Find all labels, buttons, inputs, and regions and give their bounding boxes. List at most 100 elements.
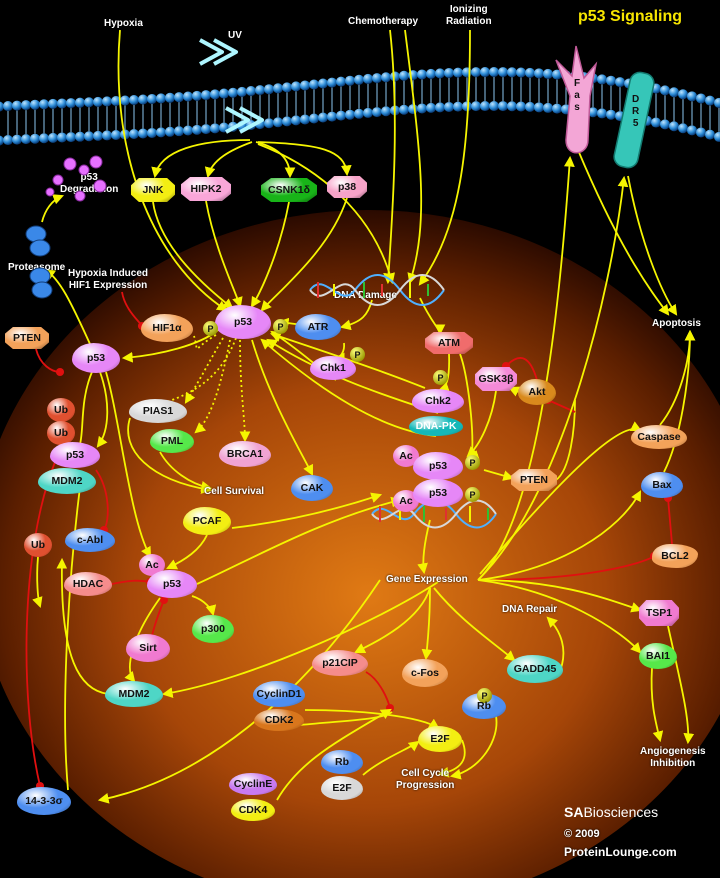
- node-label: Akt: [528, 386, 546, 398]
- activation-edge: [127, 417, 213, 494]
- activation-edge: [41, 194, 65, 223]
- node-bai1: BAI1: [639, 643, 677, 669]
- label-cell-survival: Cell Survival: [204, 486, 265, 497]
- node-label: Ub: [31, 539, 45, 551]
- label-apoptosis: Apoptosis: [652, 318, 701, 329]
- label-angiogenesis-inhibition: Angiogenesis Inhibition: [640, 746, 706, 769]
- node-label: Rb: [335, 756, 349, 768]
- brand-sa: SA: [564, 804, 584, 820]
- node-csnk1d: CSNK1δ: [261, 178, 317, 202]
- activation-edge: [260, 197, 348, 312]
- brand-logo: SABiosciences: [564, 804, 658, 822]
- node-gsk3b: GSK3β: [475, 367, 517, 391]
- stimulus-chemotherapy: Chemotherapy: [348, 16, 419, 27]
- activation-edge: [354, 587, 431, 653]
- activation-edge: [650, 667, 664, 743]
- node-ac1: Ac: [393, 445, 419, 467]
- activation-edge: [231, 492, 383, 529]
- activation-edge: [193, 334, 217, 350]
- node-cfos: c-Fos: [402, 659, 448, 687]
- activation-edge: [577, 149, 670, 316]
- activation-edge: [196, 496, 403, 585]
- inhibition-edge: [501, 357, 538, 381]
- node-label: Sirt: [139, 642, 157, 654]
- activation-edge: [257, 141, 352, 177]
- node-label: HDAC: [72, 578, 104, 590]
- phospho-badge: P: [465, 487, 480, 502]
- activation-edge: [339, 299, 373, 331]
- node-cdk2: CDK2: [254, 709, 304, 731]
- node-label: 14-3-3σ: [25, 795, 63, 807]
- activation-edge: [433, 587, 516, 662]
- node-label: c-Abl: [76, 534, 104, 546]
- label-p53-degradation: p53 Degradation: [60, 172, 119, 195]
- activation-edge: [477, 579, 643, 613]
- node-label: CDK2: [264, 714, 294, 726]
- label-hypoxia-hif1: Hypoxia Induced HIF1 Expression: [68, 268, 149, 291]
- phospho-badge: P: [350, 347, 365, 362]
- inhibition-edge: [111, 577, 155, 587]
- activation-edge: [204, 141, 253, 179]
- activation-edge: [191, 595, 217, 617]
- node-label: Ac: [399, 495, 413, 507]
- node-chk1: Chk1: [310, 356, 356, 380]
- node-sirt: Sirt: [126, 634, 170, 662]
- node-mdm2-top: MDM2: [38, 468, 96, 494]
- activation-edge: [479, 421, 642, 575]
- node-label: PTEN: [12, 332, 41, 344]
- node-gadd45: GADD45: [507, 655, 563, 683]
- node-label: MDM2: [51, 475, 83, 487]
- activation-edge: [362, 740, 420, 776]
- node-label: GSK3β: [478, 373, 514, 385]
- node-pias1: PIAS1: [129, 399, 187, 423]
- node-label: PTEN: [519, 474, 548, 486]
- inhibition-edge: [663, 493, 673, 545]
- node-label: ATR: [307, 321, 329, 333]
- node-bax: Bax: [641, 472, 683, 498]
- node-label: Chk2: [425, 395, 451, 407]
- node-cycline: CyclinE: [229, 773, 277, 795]
- activation-edge: [483, 469, 515, 481]
- node-label: p53: [65, 449, 85, 461]
- inhibition-edge: [121, 291, 147, 331]
- node-label: CSNK1δ: [268, 184, 310, 196]
- inhibition-edge: [25, 461, 56, 791]
- node-label: TSP1: [645, 607, 673, 619]
- node-dnapk: DNA-PK: [409, 416, 463, 436]
- stimulus-ionizing-radiation: Ionizing Radiation: [446, 4, 492, 27]
- node-label: c-Fos: [410, 667, 439, 679]
- fas-label: F a s: [574, 78, 581, 113]
- activation-edge: [260, 338, 437, 437]
- node-ub2: Ub: [47, 421, 75, 445]
- node-label: E2F: [332, 782, 352, 794]
- node-akt: Akt: [518, 379, 556, 405]
- node-atm: ATM: [425, 332, 473, 354]
- activation-edge: [419, 297, 446, 336]
- node-pml: PML: [150, 429, 194, 453]
- node-ub1: Ub: [47, 398, 75, 422]
- node-label: GADD45: [513, 663, 557, 675]
- activation-edge: [418, 29, 471, 286]
- node-ac3: Ac: [139, 554, 165, 576]
- activation-edge: [383, 29, 396, 285]
- node-label: DNA-PK: [415, 420, 457, 432]
- node-p53-main: p53: [215, 305, 271, 339]
- node-hipk2: HIPK2: [181, 177, 231, 201]
- inhibition-edge: [477, 551, 659, 581]
- node-e2f-a: E2F: [418, 726, 462, 752]
- activation-edge: [97, 579, 381, 804]
- node-label: Rb: [477, 700, 491, 712]
- node-label: CAK: [300, 482, 324, 494]
- label-dna-repair: DNA Repair: [502, 604, 558, 615]
- activation-edge: [205, 200, 243, 309]
- node-label: CyclinD1: [256, 688, 302, 700]
- node-hif1a: HIF1α: [141, 314, 193, 342]
- node-e2f-b: E2F: [321, 776, 363, 800]
- phospho-badge: P: [477, 688, 492, 703]
- node-label: HIPK2: [190, 183, 222, 195]
- node-cak: CAK: [291, 475, 333, 501]
- node-label: PML: [160, 435, 184, 447]
- label-cell-cycle-progression: Cell Cycle Progression: [396, 768, 455, 791]
- inhibition-edge: [365, 671, 395, 713]
- node-pten-right: PTEN: [511, 469, 557, 491]
